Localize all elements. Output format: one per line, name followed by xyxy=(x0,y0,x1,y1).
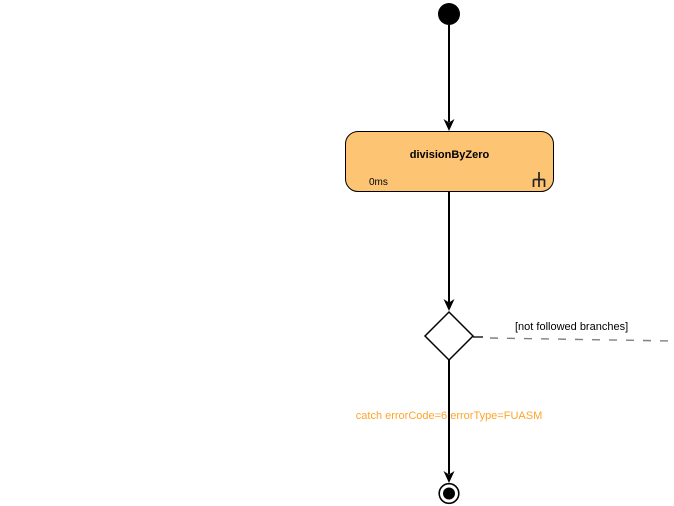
not-followed-branches-label: [not followed branches] xyxy=(515,321,629,333)
arrowhead-into-final xyxy=(443,471,455,483)
rake-icon[interactable] xyxy=(532,171,546,188)
arrowhead-into-activity xyxy=(443,119,455,131)
activity-title: divisionByZero xyxy=(409,149,490,161)
activity-duration-label: 0ms xyxy=(369,177,388,188)
initial-node[interactable] xyxy=(438,3,460,25)
not-followed-branches-dashed-line xyxy=(489,337,674,342)
arrowhead-into-decision xyxy=(443,299,455,311)
final-node-core xyxy=(443,487,455,500)
decision-node[interactable] xyxy=(423,310,475,362)
activity-node-divisionByZero[interactable]: divisionByZero 0ms xyxy=(345,131,554,192)
